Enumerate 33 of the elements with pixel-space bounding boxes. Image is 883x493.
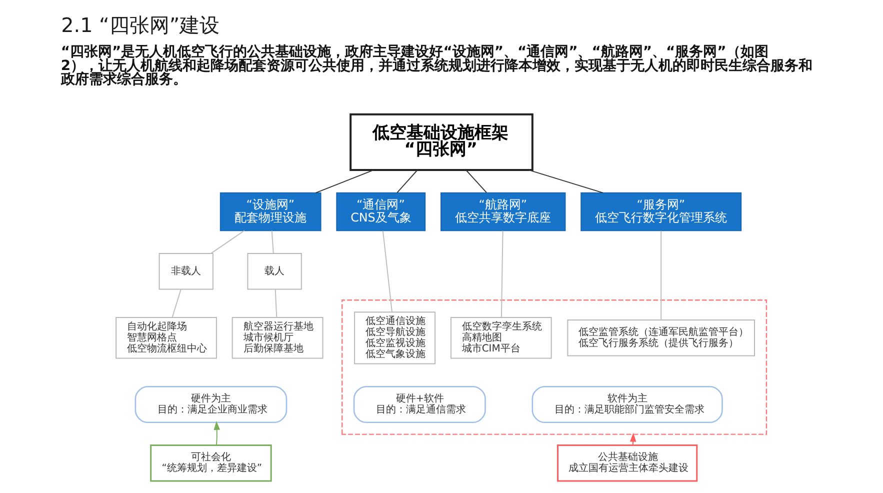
connector: [315, 170, 374, 194]
node-box: 可社会化 “统筹规划，差异建设”: [150, 444, 272, 482]
diagram-title: 2.1 “四张网”建设: [61, 14, 220, 37]
node-box: 软件为主 目的：满足职能部门监管安全需求: [532, 386, 723, 424]
connector: [274, 288, 278, 318]
connector: [210, 230, 245, 254]
connector: [271, 230, 274, 254]
arrow: [630, 432, 636, 446]
node-box: 硬件+软件 目的：满足通信需求: [353, 386, 486, 424]
node-box: “设施网” 配套物理设施: [220, 192, 322, 232]
node-box: 低空监管系统（连通军民航监管平台） 低空飞行服务系统（提供飞行服务）: [567, 320, 755, 356]
connector: [382, 230, 392, 312]
node-box: 航空器运行基地 城市候机厅 后勤保障基地: [232, 317, 324, 359]
node-box: 非载人: [158, 252, 214, 290]
node-box: “服务网” 低空飞行数字化管理系统: [580, 192, 742, 232]
node-box: “航路网” 低空共享数字底座: [440, 192, 566, 232]
node-box: 硬件为主 目的：满足企业商业需求: [134, 386, 288, 424]
arrow: [214, 420, 220, 446]
node-box: 低空数字孪生系统 高精地图 城市CIM平台: [450, 317, 552, 359]
node-box: 公共基础设施 成立国有运营主体牵头建设: [557, 444, 698, 482]
label: “四张网”是无人机低空飞行的公共基础设施，政府主导建设好“设施网”、“通信网”、“航路网”、“服务网”（如图2），让无人机航线和起降场配套资源可公共使用，并通过系统规划进行降本增效，实现基于无人机的即时民生综合服务和政府需求综合服务。: [60, 44, 813, 88]
node-box: 载人: [247, 252, 302, 290]
cluster: [342, 300, 768, 435]
node-box: 自动化起降场 智慧网格点 低空物流枢纽中心: [116, 317, 217, 359]
connector: [660, 230, 662, 320]
node-box: 低空通信设施 低空导航设施 低空监视设施 低空气象设施: [354, 312, 436, 364]
node-box: “通信网” CNS及气象: [336, 192, 426, 232]
connector: [528, 170, 604, 194]
connector: [466, 170, 488, 194]
node-box: 低空基础设施框架 “四张网”: [350, 113, 534, 171]
connector: [396, 170, 418, 194]
connector: [500, 230, 504, 318]
connector: [172, 288, 182, 318]
